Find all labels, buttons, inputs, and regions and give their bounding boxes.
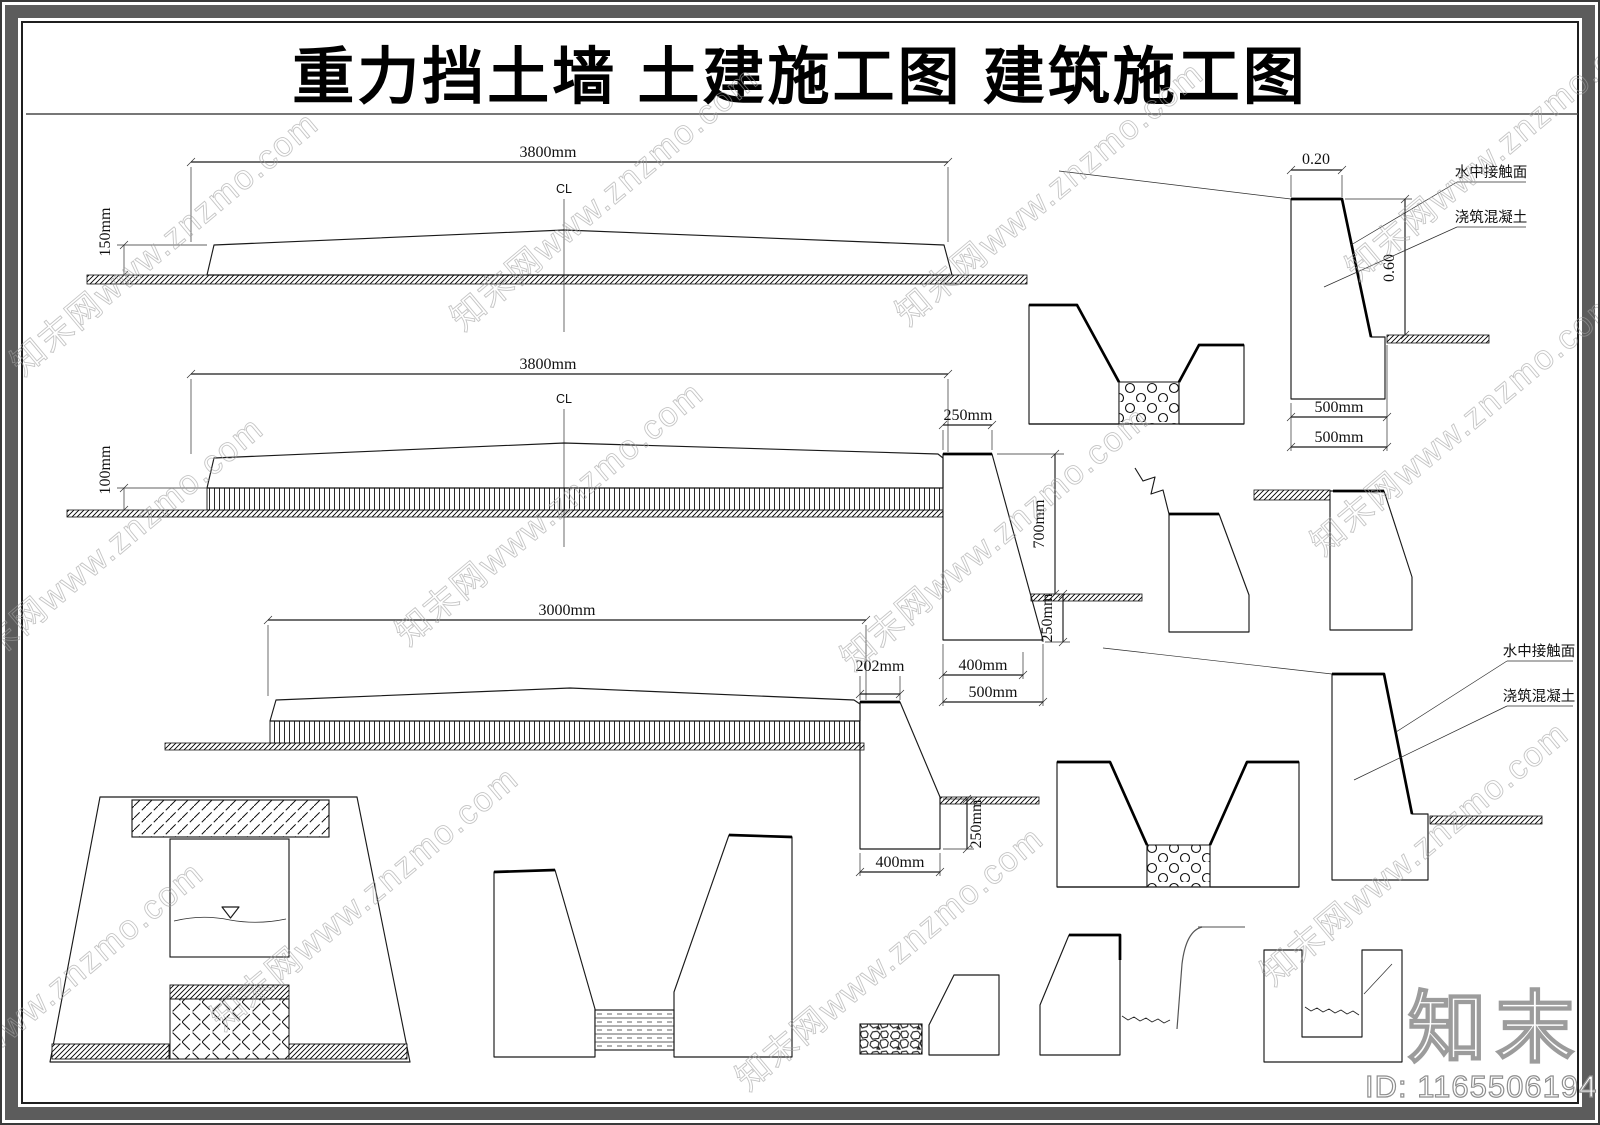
wall-piece-small <box>928 974 1000 1056</box>
rock-foundation <box>169 998 290 1060</box>
dim-s2-wall-top: 250mm <box>944 407 993 424</box>
drawing-title: 重力挡土墙 土建施工图 建筑施工图 <box>292 43 1308 112</box>
dim-s3-wall-embed: 250mm <box>968 799 985 848</box>
dim-s3-width: 3000mm <box>539 602 596 619</box>
dim-s2-wall-height: 700mm <box>1031 499 1048 548</box>
stone-wall-detail-mid-right <box>1253 489 1413 631</box>
v-ditch-detail-upper <box>1028 303 1245 425</box>
culvert-lintel <box>131 799 330 838</box>
wall-piece-large <box>1039 934 1121 1056</box>
rubble-wall-detail-mid <box>1134 467 1250 633</box>
dim-s2-wall-embed: 250mm <box>1039 593 1056 642</box>
dim-s2-wall-mid: 400mm <box>959 657 1008 674</box>
centerline-label-s1: CL <box>556 182 572 196</box>
retaining-wall-s3: 202mm 250mm 400mm <box>856 658 1040 877</box>
bedding-layer-s3 <box>269 720 861 744</box>
dim-tr-base1: 500mm <box>1315 399 1364 416</box>
water-line <box>1304 1006 1360 1016</box>
dim-s2-width: 3800mm <box>520 356 577 373</box>
label-water-contact-top: 水中接触面 <box>1455 164 1528 181</box>
water-level-icon <box>221 906 240 919</box>
watermarks: 知末网www.znzmo.com 知末网www.znzmo.com 知末网www… <box>2 9 1600 1123</box>
dim-s1-height: 150mm <box>97 207 114 256</box>
label-cast-concrete-bottom: 浇筑混凝土 <box>1503 688 1576 705</box>
section-1-road-profile: 3800mm CL 150mm <box>86 144 1028 332</box>
watermark-text: 知末网www.znzmo.com <box>1304 284 1600 563</box>
dim-s2-wall-base: 500mm <box>969 684 1018 701</box>
watermark-text: 知末网www.znzmo.com <box>2 409 271 688</box>
section-3-road-profile: 3000mm 202mm 250mm 400mm <box>164 602 1040 877</box>
centerline-label-s2: CL <box>556 392 572 406</box>
sheet-id: ID: 1165506194 <box>1365 1069 1597 1104</box>
v-ditch-detail-lower <box>1056 760 1300 888</box>
dim-tr-base2: 500mm <box>1315 429 1364 446</box>
u-channel-detail <box>1263 949 1403 1063</box>
watermark-text: 知末网www.znzmo.com <box>444 59 766 338</box>
wall-detail-bottom-right: 水中接触面 浇筑混凝土 <box>1102 643 1576 881</box>
slope-line <box>1176 926 1203 1030</box>
dim-s3-wall-top: 202mm <box>856 658 905 675</box>
dim-tr-top: 0.20 <box>1302 151 1330 168</box>
wall-detail-top-right: 0.20 0.60 500mm 500mm 水中接触面 浇筑混凝土 <box>1058 151 1528 452</box>
section-2-road-profile: 3800mm CL 100mm 250mm 700mm <box>66 356 1143 707</box>
watermark-text: 知末网www.znzmo.com <box>1254 714 1576 993</box>
ground-line-s1 <box>86 274 1028 285</box>
rubble-block <box>859 1023 923 1055</box>
ground-break-line <box>1121 1015 1171 1024</box>
dim-s2-height: 100mm <box>97 445 114 494</box>
ground-line-s2 <box>66 509 944 518</box>
label-water-contact-bottom: 水中接触面 <box>1503 643 1576 660</box>
culvert-front-view <box>49 796 411 1063</box>
watermark-text: 知末网www.znzmo.com <box>1339 9 1600 288</box>
culvert-opening <box>169 838 290 958</box>
channel-bed <box>594 1009 675 1051</box>
watermark-text: 知末网www.znzmo.com <box>889 54 1211 333</box>
watermark-text: 知末网www.znzmo.com <box>4 104 326 383</box>
dim-s1-width: 3800mm <box>520 144 577 161</box>
dim-tr-height: 0.60 <box>1381 254 1398 282</box>
label-cast-concrete-top: 浇筑混凝土 <box>1455 209 1528 226</box>
ground-line-s3 <box>164 742 865 751</box>
wall-pieces-row <box>859 926 1245 1056</box>
channel-between-walls <box>493 833 793 1058</box>
retaining-wall-s2: 250mm 700mm 250mm 400mm 500mm <box>938 407 1143 707</box>
watermark-text: 知末网www.znzmo.com <box>834 399 1156 678</box>
dim-s3-wall-base: 400mm <box>876 854 925 871</box>
brand-logo: 知末 <box>1408 984 1584 1072</box>
